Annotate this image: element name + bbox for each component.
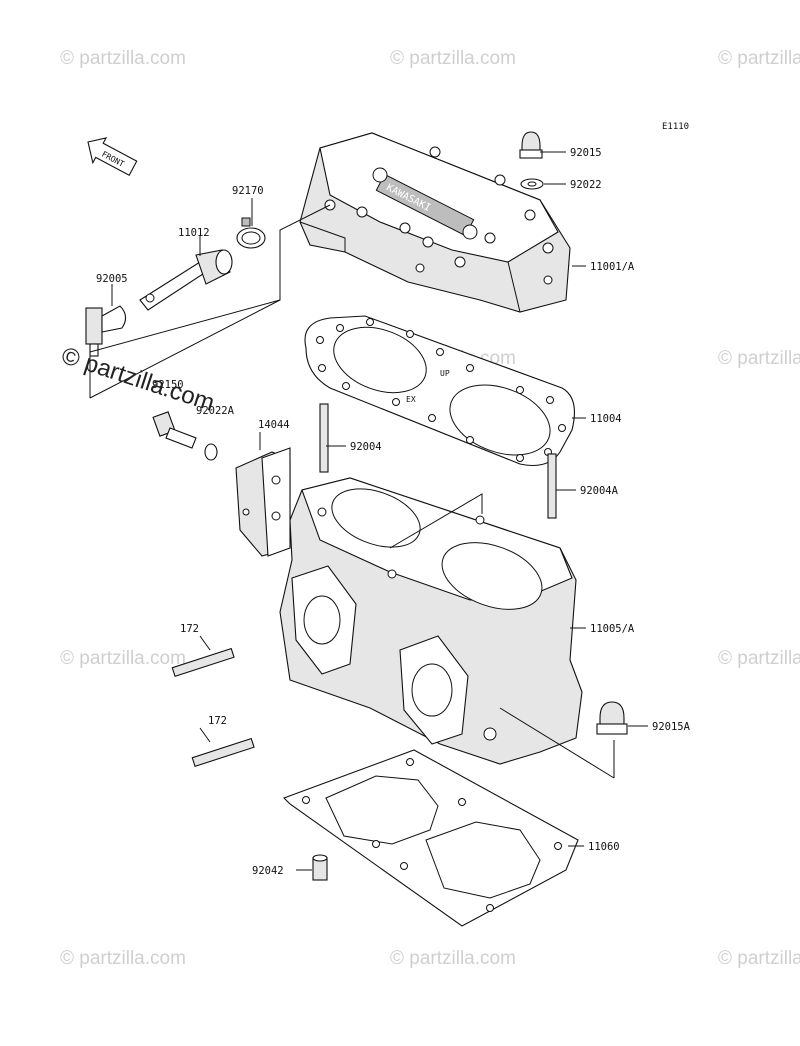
diagram-code: E1110 <box>662 122 689 132</box>
label-92015: 92015 <box>570 147 602 159</box>
label-172-lower: 172 <box>208 715 227 727</box>
watermark: © partzilla.com <box>718 948 800 969</box>
label-172-upper: 172 <box>180 623 199 635</box>
label-92015a: 92015A <box>652 721 691 733</box>
label-11004: 11004 <box>590 413 622 425</box>
cylinder-block <box>279 477 583 765</box>
stud <box>319 403 329 473</box>
label-11005a: 11005/A <box>590 623 635 635</box>
label-92004: 92004 <box>350 441 382 453</box>
stud-172-upper <box>171 647 235 678</box>
bolt <box>152 411 197 449</box>
stud-a <box>547 453 557 519</box>
label-11001a: 11001/A <box>590 261 635 273</box>
leader-lines <box>89 151 648 871</box>
watermark: © partzilla.com <box>390 948 516 969</box>
bracket <box>235 447 291 557</box>
water-outlet-fitting <box>139 249 233 311</box>
acorn-nut-a <box>596 701 628 735</box>
watermark: © partzilla.com <box>60 48 186 69</box>
watermark: © partzilla.com <box>718 48 800 69</box>
part-labels: 92015 92022 92170 11012 11001/A 92005 92… <box>96 147 691 877</box>
label-92150: 92150 <box>152 379 184 391</box>
watermark: © partzilla.com <box>390 48 516 69</box>
gasket-ex-mark: EX <box>406 395 416 404</box>
label-92042: 92042 <box>252 865 284 877</box>
label-92004a: 92004A <box>580 485 619 497</box>
acorn-nut <box>519 131 543 159</box>
label-11060: 11060 <box>588 841 620 853</box>
watermark: © partzilla.com <box>60 948 186 969</box>
watermark-prominent: © partzilla.com <box>58 342 218 417</box>
hose-clamp <box>236 217 266 249</box>
cylinder-head: KAWASAKI <box>299 132 571 313</box>
stud-172-lower <box>191 737 255 768</box>
washer-a <box>204 443 218 461</box>
label-14044: 14044 <box>258 419 290 431</box>
hose-fitting <box>85 305 127 357</box>
label-92022a: 92022A <box>196 405 235 417</box>
watermark: © partzilla.com <box>60 648 186 669</box>
dowel-pin <box>312 854 328 881</box>
head-gasket: UP EX <box>304 315 575 467</box>
front-arrow-icon: FRONT <box>87 137 138 176</box>
label-92022: 92022 <box>570 179 602 191</box>
label-92005: 92005 <box>96 273 128 285</box>
label-92170: 92170 <box>232 185 264 197</box>
gasket-up-mark: UP <box>440 369 450 378</box>
watermark: © partzilla.com <box>718 348 800 369</box>
label-11012: 11012 <box>178 227 210 239</box>
watermark: © partzilla.com <box>718 648 800 669</box>
base-gasket <box>283 749 579 927</box>
